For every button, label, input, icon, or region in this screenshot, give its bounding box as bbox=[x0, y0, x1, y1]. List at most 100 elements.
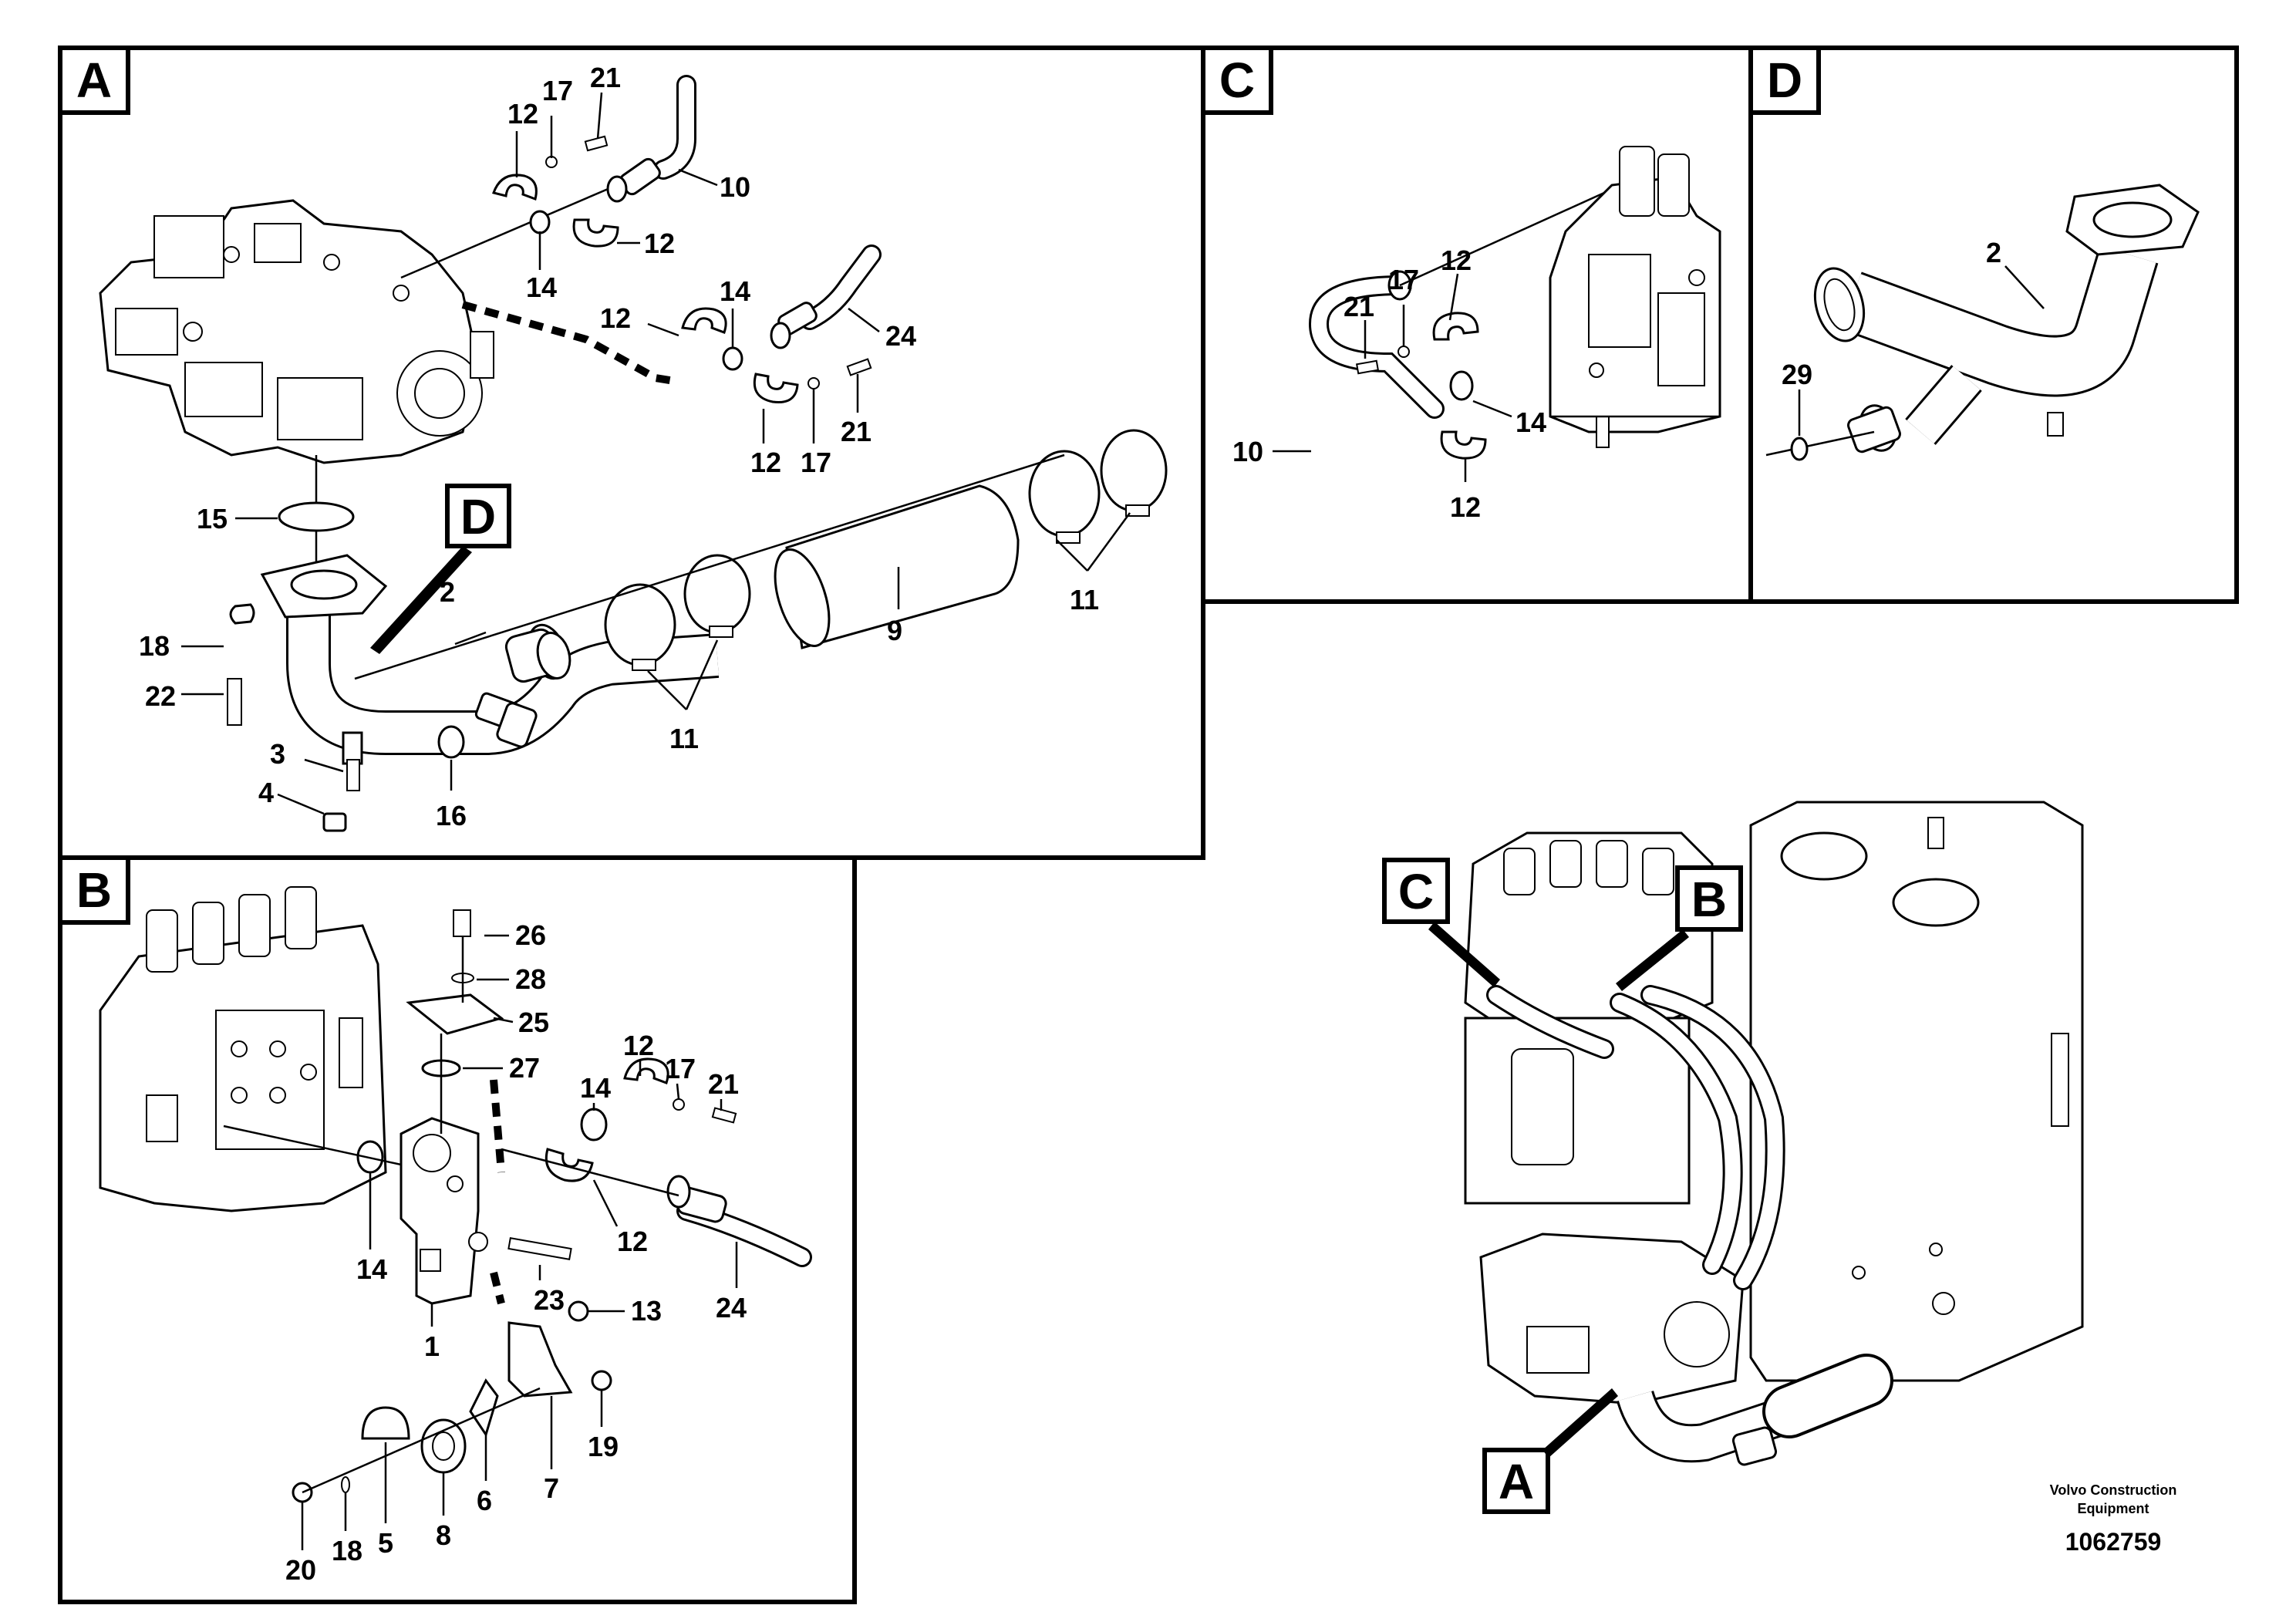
label-18: 18 bbox=[139, 630, 170, 662]
label-17: 17 bbox=[542, 75, 573, 106]
panel-b-frame bbox=[58, 855, 857, 1604]
label-15: 15 bbox=[197, 503, 228, 534]
screw-21 bbox=[711, 1107, 737, 1124]
panel-d-letter: D bbox=[1767, 52, 1802, 108]
overview-callout-b-letter: B bbox=[1691, 872, 1727, 927]
o-ring-14 bbox=[722, 346, 743, 371]
hose-sleeve-9 bbox=[774, 484, 1020, 649]
screw-21 bbox=[846, 358, 872, 376]
label-17: 17 bbox=[1388, 264, 1419, 295]
o-ring-14 bbox=[529, 210, 551, 234]
label-21: 21 bbox=[841, 416, 872, 447]
panel-b: B bbox=[58, 855, 857, 1604]
label-23: 23 bbox=[534, 1284, 565, 1316]
overview-callout-a-letter: A bbox=[1499, 1454, 1534, 1509]
plate-6 bbox=[469, 1378, 499, 1438]
overview-assembly: C B A bbox=[1382, 801, 2084, 1514]
label-17: 17 bbox=[801, 447, 831, 478]
label-20: 20 bbox=[285, 1554, 316, 1586]
control-valve-c bbox=[1549, 146, 1721, 448]
label-12: 12 bbox=[623, 1030, 654, 1061]
label-12: 12 bbox=[507, 98, 538, 130]
clamp-5 bbox=[361, 1406, 410, 1440]
valve-block-1 bbox=[400, 1117, 488, 1305]
hydraulic-tank bbox=[1749, 801, 2084, 1382]
bolt-23 bbox=[507, 1237, 572, 1260]
o-ring-14 bbox=[580, 1108, 608, 1141]
bolt-13 bbox=[568, 1300, 589, 1322]
bolt-22 bbox=[227, 678, 242, 726]
label-14: 14 bbox=[580, 1072, 611, 1104]
label-1: 1 bbox=[424, 1330, 440, 1362]
split-flange-12 bbox=[1440, 430, 1487, 460]
label-11: 11 bbox=[1070, 584, 1099, 615]
label-12: 12 bbox=[617, 1226, 648, 1257]
label-14: 14 bbox=[1515, 406, 1546, 438]
bolt-26 bbox=[453, 909, 471, 937]
label-12: 12 bbox=[644, 228, 675, 259]
label-3: 3 bbox=[270, 738, 285, 770]
split-flange-12 bbox=[544, 1148, 594, 1182]
panel-d-frame bbox=[1748, 46, 2239, 604]
label-12: 12 bbox=[600, 302, 631, 334]
panel-d-tag bbox=[1748, 46, 1821, 115]
panel-b-letter: B bbox=[76, 862, 112, 918]
label-21: 21 bbox=[590, 62, 621, 93]
label-28: 28 bbox=[515, 963, 546, 995]
pipe-2-detail bbox=[1813, 184, 2200, 454]
panel-d: D 2 29 bbox=[1748, 46, 2239, 604]
pipe-2 bbox=[260, 554, 720, 765]
o-ring-14 bbox=[1449, 370, 1474, 401]
overview-callout-c-letter: C bbox=[1398, 864, 1434, 919]
label-13: 13 bbox=[631, 1295, 662, 1327]
label-4: 4 bbox=[258, 777, 274, 808]
overview-callout-b bbox=[1675, 865, 1743, 932]
footer-company-line2: Equipment bbox=[2078, 1501, 2149, 1516]
callout-d-arrow bbox=[370, 546, 472, 654]
split-flange-12 bbox=[681, 307, 727, 334]
hose-clamp-11 bbox=[1028, 450, 1101, 538]
bracket-18 bbox=[229, 603, 255, 625]
plug-3 bbox=[346, 759, 360, 791]
washer-18 bbox=[341, 1476, 350, 1493]
label-27: 27 bbox=[509, 1052, 540, 1084]
panel-c-letter: C bbox=[1219, 52, 1255, 108]
label-12: 12 bbox=[1450, 491, 1481, 523]
dashed-route-a bbox=[461, 301, 679, 386]
label-5: 5 bbox=[378, 1527, 393, 1559]
panel-c: C 12 17 21 14 bbox=[1201, 46, 1753, 604]
label-14: 14 bbox=[526, 271, 557, 303]
label-26: 26 bbox=[515, 919, 546, 951]
control-valve bbox=[99, 886, 387, 1212]
callout-d-box bbox=[445, 484, 511, 548]
plug-4 bbox=[322, 812, 347, 832]
leader-line bbox=[400, 184, 618, 279]
label-22: 22 bbox=[145, 680, 176, 712]
callout-d-letter: D bbox=[460, 489, 496, 545]
label-10: 10 bbox=[720, 171, 750, 203]
footer-company-line1: Volvo Construction bbox=[2050, 1482, 2177, 1498]
label-2: 2 bbox=[440, 576, 455, 608]
split-flange-12 bbox=[753, 373, 799, 404]
label-21: 21 bbox=[708, 1068, 739, 1100]
label-25: 25 bbox=[518, 1007, 549, 1038]
plate-25 bbox=[406, 993, 504, 1035]
o-ring-29 bbox=[1790, 437, 1809, 461]
drawing-number: 1062759 bbox=[2065, 1528, 2162, 1556]
washer-17 bbox=[807, 377, 820, 389]
screw-21 bbox=[1355, 359, 1380, 375]
bracket-7 bbox=[507, 1321, 573, 1398]
split-flange-12 bbox=[1432, 312, 1479, 341]
bolt-19 bbox=[591, 1370, 612, 1391]
label-12: 12 bbox=[750, 447, 781, 478]
label-16: 16 bbox=[436, 800, 467, 831]
label-19: 19 bbox=[588, 1431, 619, 1462]
label-14: 14 bbox=[356, 1253, 387, 1285]
split-flange-12 bbox=[492, 174, 538, 201]
label-21: 21 bbox=[1344, 291, 1374, 322]
label-11: 11 bbox=[669, 723, 699, 754]
split-flange-12 bbox=[572, 218, 619, 248]
panel-c-tag bbox=[1201, 46, 1273, 115]
hose-clamp-11 bbox=[1100, 429, 1168, 512]
